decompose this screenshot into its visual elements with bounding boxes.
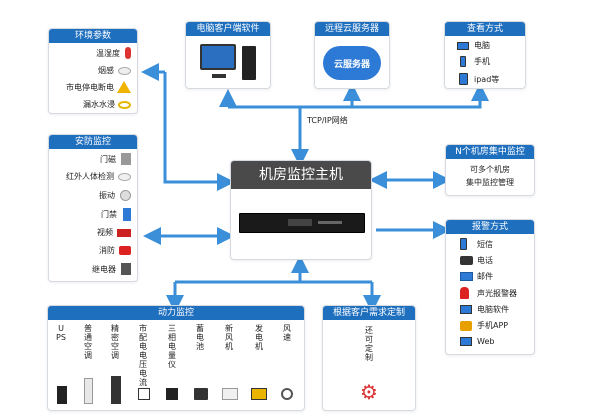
security-title: 安防监控 <box>49 135 137 149</box>
vibration-sensor-icon <box>120 190 131 201</box>
monitor-stand-icon <box>212 74 226 78</box>
network-label: TCP/IP网络 <box>307 116 348 125</box>
alarm-methods-panel: 报警方式 短信 电话 邮件 声光报警器 电脑软件 手机APP Web <box>445 219 535 355</box>
list-item: 消防 <box>99 245 131 256</box>
laptop-icon <box>457 41 469 50</box>
pc-client-title: 电脑客户端软件 <box>186 22 270 36</box>
anemometer-icon <box>281 388 293 400</box>
power-item-generator: 发电机 <box>255 324 263 351</box>
main-host-panel: 机房监控主机 <box>230 160 372 260</box>
list-item: 门禁 <box>101 208 131 221</box>
power-item-precision-ac: 精密空调 <box>111 324 119 360</box>
pc-client-panel: 电脑客户端软件 <box>185 21 271 89</box>
distribution-meter-icon <box>138 388 150 400</box>
power-title: 动力监控 <box>48 306 304 320</box>
list-item: 烟感 <box>98 65 131 76</box>
multi-room-text-1: 可多个机房 <box>470 165 510 174</box>
custom-text: 还可定制 <box>365 326 373 362</box>
battery-icon <box>194 388 208 400</box>
list-item: ipad等 <box>457 73 499 85</box>
list-item: 电话 <box>460 255 493 266</box>
cloud-icon-label: 云服务器 <box>333 59 370 70</box>
phone-icon <box>460 56 466 67</box>
access-control-icon <box>123 208 131 221</box>
list-item: 手机APP <box>460 320 508 331</box>
gear-icon: ⚙ <box>360 380 378 404</box>
list-item: 红外人体检测 <box>66 171 131 182</box>
fire-extinguisher-icon <box>119 246 131 255</box>
view-methods-title: 查看方式 <box>445 22 525 36</box>
infrared-sensor-icon <box>118 172 131 181</box>
power-item-ups: UPS <box>56 324 66 342</box>
list-item: Web <box>460 337 494 346</box>
list-item: 温湿度 <box>96 47 131 59</box>
multi-room-title: N个机房集中监控 <box>446 145 534 159</box>
rack-device-icon <box>239 213 365 233</box>
mail-icon <box>460 272 473 281</box>
warning-icon <box>117 81 131 93</box>
cloud-server-panel: 远程云服务器 云服务器 <box>314 21 390 89</box>
alarm-methods-title: 报警方式 <box>446 220 534 234</box>
power-item-wind-speed: 风速 <box>283 324 291 342</box>
air-conditioner-icon <box>84 378 93 404</box>
app-icon <box>460 320 472 331</box>
pc-software-icon <box>460 305 472 314</box>
power-item-ac: 普通空调 <box>84 324 92 360</box>
cloud-icon: 云服务器 <box>323 46 381 80</box>
list-item: 继电器 <box>92 263 131 275</box>
sms-phone-icon <box>460 238 467 250</box>
power-item-meter: 三相电量仪 <box>168 324 176 369</box>
list-item: 市电停电断电 <box>66 81 131 93</box>
list-item: 视频 <box>97 227 131 238</box>
custom-title: 根据客户需求定制 <box>323 306 415 320</box>
list-item: 声光报警器 <box>460 287 517 299</box>
multi-room-panel: N个机房集中监控 可多个机房 集中监控管理 <box>445 144 535 196</box>
list-item: 振动 <box>99 190 131 201</box>
tablet-icon <box>459 73 468 85</box>
list-item: 电脑软件 <box>460 304 509 315</box>
list-item: 手机 <box>457 56 490 67</box>
list-item: 短信 <box>460 238 493 250</box>
door-sensor-icon <box>121 153 131 165</box>
list-item: 邮件 <box>460 271 493 282</box>
pc-tower-icon <box>242 46 256 80</box>
custom-panel: 根据客户需求定制 还可定制 ⚙ <box>322 305 416 411</box>
camera-icon <box>117 228 131 237</box>
monitor-icon <box>200 44 236 70</box>
main-host-title: 机房监控主机 <box>231 161 371 189</box>
water-leak-sensor-icon <box>118 100 131 109</box>
ups-icon <box>57 386 67 404</box>
power-item-fresh-air: 新风机 <box>225 324 233 351</box>
list-item: 门磁 <box>100 153 131 165</box>
power-panel: 动力监控 UPS 普通空调 精密空调 市配电电压电流 三相电量仪 蓄电池 新风机… <box>47 305 305 411</box>
multi-room-text-2: 集中监控管理 <box>466 178 514 187</box>
environment-panel: 环境参数 温湿度 烟感 市电停电断电 漏水水浸 <box>48 28 138 114</box>
power-item-battery: 蓄电池 <box>196 324 204 351</box>
telephone-icon <box>460 256 473 265</box>
environment-title: 环境参数 <box>49 29 137 43</box>
power-meter-icon <box>166 388 178 400</box>
thermometer-icon <box>125 47 131 59</box>
power-item-distribution: 市配电电压电流 <box>139 324 147 387</box>
generator-icon <box>251 388 267 400</box>
list-item: 漏水水浸 <box>83 99 131 110</box>
smoke-detector-icon <box>118 66 131 75</box>
fresh-air-fan-icon <box>222 388 238 400</box>
web-monitor-icon <box>460 337 472 346</box>
view-methods-panel: 查看方式 电脑 手机 ipad等 <box>444 21 526 89</box>
security-panel: 安防监控 门磁 红外人体检测 振动 门禁 视频 消防 继电器 <box>48 134 138 282</box>
siren-icon <box>460 287 469 299</box>
relay-icon <box>121 263 131 275</box>
precision-ac-icon <box>111 376 121 404</box>
list-item: 电脑 <box>457 40 490 51</box>
cloud-server-title: 远程云服务器 <box>315 22 389 36</box>
